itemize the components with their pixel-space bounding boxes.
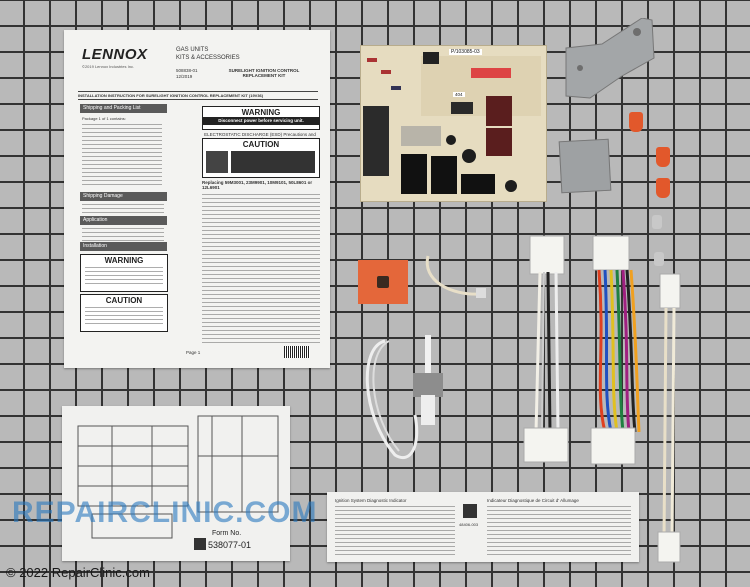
diag-text-en xyxy=(335,506,455,556)
damage-text xyxy=(82,204,164,216)
section-damage: Shipping Damage xyxy=(80,192,167,201)
caution-box-2: CAUTION xyxy=(80,294,168,332)
warning-2-text xyxy=(85,267,163,287)
board-sticker: 404 xyxy=(453,92,465,97)
logo-copyright: ©2019 Lennox Industries Inc. xyxy=(82,64,135,69)
caution-title: CAUTION xyxy=(242,140,280,149)
hot-surface-igniter xyxy=(365,335,443,459)
board-part-label: P/103085-03 xyxy=(449,49,482,55)
screw-1 xyxy=(652,215,662,229)
diag-code: 48406-003 xyxy=(459,522,479,527)
wiring-diagram-card: Form No. 538077-01 xyxy=(62,406,290,561)
wire-nut-3 xyxy=(656,178,670,198)
page-number: Page 1 xyxy=(186,350,201,355)
screw-2 xyxy=(654,252,664,266)
metal-cover-plate xyxy=(558,138,612,194)
diagnostic-card: Ignition System Diagnostic Indicator 484… xyxy=(327,492,639,562)
wire-harness-2 xyxy=(590,235,641,465)
warning-box-2: WARNING xyxy=(80,254,168,292)
wire-harness-3 xyxy=(657,273,681,563)
gasket-pad xyxy=(358,260,408,304)
caution-2-text xyxy=(85,307,163,327)
warning-box: WARNING Disconnect power before servicin… xyxy=(202,106,320,130)
diag-text-fr xyxy=(487,506,631,556)
replacing-line: Replacing 59M3001, 23M9901, 10M9101, 50L… xyxy=(202,180,313,190)
application-text xyxy=(82,228,164,242)
wiring-diagram xyxy=(77,415,279,539)
warning-text: Disconnect power before servicing unit. xyxy=(203,117,319,125)
wire-harness-1 xyxy=(523,235,569,463)
form-label: Form No. xyxy=(212,530,242,537)
doc-date: 12/2019 xyxy=(176,74,193,79)
instructions-text xyxy=(202,194,320,344)
barcode-icon xyxy=(284,346,310,358)
lennox-logo: LENNOX xyxy=(82,46,148,63)
mounting-bracket xyxy=(565,18,655,99)
watermark: REPAIRCLINIC.COM xyxy=(12,496,318,529)
caution-2-title: CAUTION xyxy=(105,296,143,305)
section-installation: Installation xyxy=(80,242,167,251)
banner: INSTALLATION INSTRUCTION FOR SURELIGHT I… xyxy=(78,91,318,100)
caution-box: CAUTION xyxy=(202,138,320,178)
category-line-1: GAS UNITS xyxy=(176,47,209,53)
esd-symbol-icon xyxy=(206,151,228,173)
form-number: 538077-01 xyxy=(208,540,252,550)
product-title: SURELIGHT IGNITION CONTROL REPLACEMENT K… xyxy=(228,68,300,78)
warning-title: WARNING xyxy=(241,108,281,117)
board-components xyxy=(363,52,541,194)
section-shipping: Shipping and Packing List xyxy=(80,104,167,113)
ignition-control-board: P/103085-03 404 xyxy=(360,45,547,202)
section-application: Application xyxy=(80,216,167,225)
packing-list-text xyxy=(82,124,162,188)
qr-code-icon xyxy=(194,538,206,550)
warning-2-title: WARNING xyxy=(104,256,144,265)
package-line: Package 1 of 1 contains: xyxy=(82,116,126,121)
instruction-manual: LENNOX ©2019 Lennox Industries Inc. GAS … xyxy=(64,30,330,368)
caution-text-block xyxy=(231,151,315,173)
category-line-2: KITS & ACCESSORIES xyxy=(176,55,240,61)
diag-title-fr: Indicateur Diagnostique de Circuit d' Al… xyxy=(487,498,579,503)
small-wire-lead xyxy=(425,255,486,298)
qr-code-icon-2 xyxy=(463,504,477,518)
wire-nut-2 xyxy=(656,147,670,167)
wire-nut-1 xyxy=(629,112,643,132)
diag-title: Ignition System Diagnostic Indicator xyxy=(335,498,407,503)
doc-number: 508838-01 xyxy=(176,68,198,73)
copyright: © 2022 RepairClinic.com xyxy=(6,565,150,580)
